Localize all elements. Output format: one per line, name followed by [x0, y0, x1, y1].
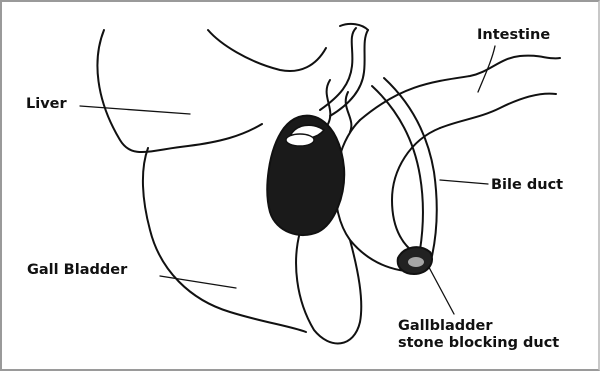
label-stone-line-2: stone blocking duct: [398, 335, 559, 352]
bile-duct-right: [384, 78, 437, 256]
label-stone-blocking-duct: Gallbladder stone blocking duct: [398, 318, 559, 352]
intestine-loop-inner: [392, 128, 440, 256]
leader-liver: [80, 106, 190, 114]
cystic-duct: [320, 28, 356, 110]
intestine-outer: [360, 56, 560, 120]
liver-top-curve: [208, 30, 326, 71]
intestine-inner: [440, 94, 556, 128]
label-stone-line-1: Gallbladder: [398, 318, 559, 335]
label-intestine: Intestine: [477, 27, 550, 44]
label-bile-duct: Bile duct: [491, 177, 563, 194]
bile-duct-left: [372, 86, 423, 250]
leader-gall: [160, 276, 236, 288]
label-liver: Liver: [26, 96, 67, 113]
liver-outline: [97, 30, 262, 152]
label-gall-bladder: Gall Bladder: [27, 262, 127, 279]
leader-bile: [440, 180, 488, 184]
gallbladder-lobe: [296, 232, 361, 343]
